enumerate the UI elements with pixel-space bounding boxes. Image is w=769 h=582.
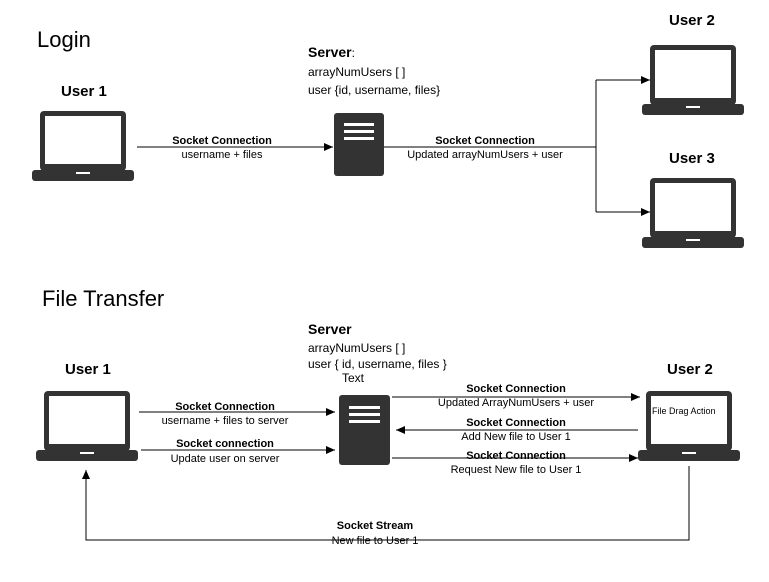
server-icon xyxy=(334,113,384,176)
server-icon xyxy=(339,395,390,465)
transfer-server-line3: Text xyxy=(342,371,365,385)
transfer-server-line1: arrayNumUsers [ ] xyxy=(308,341,406,355)
laptop-icon xyxy=(642,45,744,115)
laptop-icon xyxy=(36,391,138,461)
transfer-user1-label: User 1 xyxy=(65,361,111,378)
ft-edge2-bold: Socket connection xyxy=(176,438,274,450)
login-server-title: Server xyxy=(308,44,352,60)
user2-screen-text: File Drag Action xyxy=(652,406,716,416)
ft-stream-text: New file to User 1 xyxy=(331,535,419,547)
login-edge-right-bold: Socket Connection xyxy=(435,135,535,147)
login-server-heading: Server: xyxy=(308,44,355,62)
laptop-icon xyxy=(638,391,740,461)
transfer-server-line2: user { id, username, files } xyxy=(308,357,447,371)
laptop-icon xyxy=(642,178,744,248)
login-user2-label: User 2 xyxy=(669,12,715,29)
ft-stream-bold: Socket Stream xyxy=(336,520,414,532)
ft-stream-path xyxy=(82,466,690,541)
ft-edge3-text: Updated ArrayNumUsers + user xyxy=(437,397,595,409)
ft-edge1-bold: Socket Connection xyxy=(175,401,275,413)
login-edge-left-bold: Socket Connection xyxy=(172,135,272,147)
ft-edge5-bold: Socket Connection xyxy=(466,450,566,462)
ft-edge4-bold: Socket Connection xyxy=(466,417,566,429)
transfer-section-title: File Transfer xyxy=(42,286,165,311)
login-server-line1: arrayNumUsers [ ] xyxy=(308,65,406,79)
ft-edge4-text: Add New file to User 1 xyxy=(461,431,571,443)
login-section-title: Login xyxy=(37,27,91,52)
login-server-colon: : xyxy=(351,46,355,60)
login-edge-right-text: Updated arrayNumUsers + user xyxy=(407,149,563,161)
login-server-line2: user {id, username, files} xyxy=(308,83,441,97)
ft-edge3-bold: Socket Connection xyxy=(466,383,566,395)
login-user1-label: User 1 xyxy=(61,83,107,100)
ft-edge5-text: Request New file to User 1 xyxy=(450,464,582,476)
login-edge-left-text: username + files xyxy=(181,149,263,161)
ft-edge1-text: username + files to server xyxy=(161,415,289,427)
ft-edge2-text: Update user on server xyxy=(170,453,280,465)
transfer-server-title: Server xyxy=(308,321,352,337)
laptop-icon xyxy=(32,111,134,181)
login-user3-label: User 3 xyxy=(669,150,715,167)
transfer-user2-label: User 2 xyxy=(667,361,713,378)
